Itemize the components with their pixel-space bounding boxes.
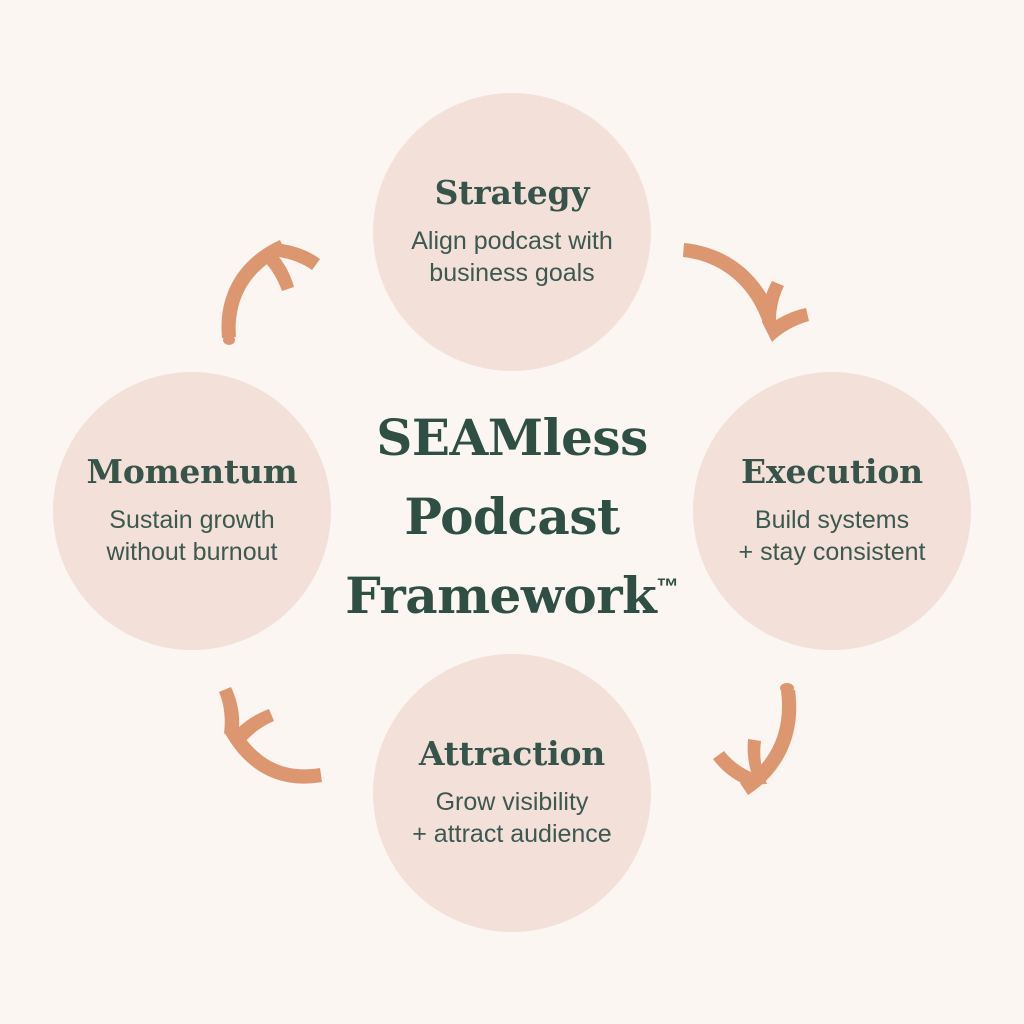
- framework-title: SEAMless Podcast Framework™: [312, 398, 712, 635]
- node-momentum-description: Sustain growth without burnout: [107, 504, 278, 568]
- node-execution[interactable]: Execution Build systems + stay consisten…: [693, 372, 971, 650]
- framework-title-line1: SEAMless: [376, 408, 648, 467]
- node-execution-desc-line2: + stay consistent: [738, 537, 926, 566]
- node-strategy-desc-line2: business goals: [429, 258, 595, 287]
- node-strategy-title: Strategy: [434, 173, 590, 213]
- node-attraction-desc-line2: + attract audience: [412, 819, 612, 848]
- node-momentum-title: Momentum: [86, 452, 298, 492]
- node-execution-desc-line1: Build systems: [754, 505, 910, 534]
- node-momentum[interactable]: Momentum Sustain growth without burnout: [53, 372, 331, 650]
- node-strategy[interactable]: Strategy Align podcast with business goa…: [373, 93, 651, 371]
- trademark-symbol: ™: [656, 573, 679, 599]
- node-execution-title: Execution: [741, 452, 923, 492]
- framework-title-line3: Framework™: [312, 556, 712, 635]
- node-attraction-title: Attraction: [418, 734, 606, 774]
- node-attraction-desc-line1: Grow visibility: [435, 787, 589, 816]
- node-attraction-description: Grow visibility + attract audience: [412, 786, 611, 850]
- node-execution-description: Build systems + stay consistent: [739, 504, 926, 568]
- framework-title-line2: Podcast: [404, 487, 620, 546]
- node-strategy-description: Align podcast with business goals: [411, 225, 613, 289]
- node-momentum-desc-line1: Sustain growth: [109, 505, 275, 534]
- arrow-strategy-to-execution: [683, 243, 809, 342]
- arrow-execution-to-attraction: [713, 683, 797, 795]
- node-momentum-desc-line2: without burnout: [106, 537, 278, 566]
- arrow-momentum-to-strategy: [221, 240, 320, 345]
- node-strategy-desc-line1: Align podcast with: [411, 226, 613, 255]
- arrow-attraction-to-momentum: [219, 687, 322, 784]
- node-attraction[interactable]: Attraction Grow visibility + attract aud…: [373, 654, 651, 932]
- framework-title-word: Framework: [345, 566, 657, 625]
